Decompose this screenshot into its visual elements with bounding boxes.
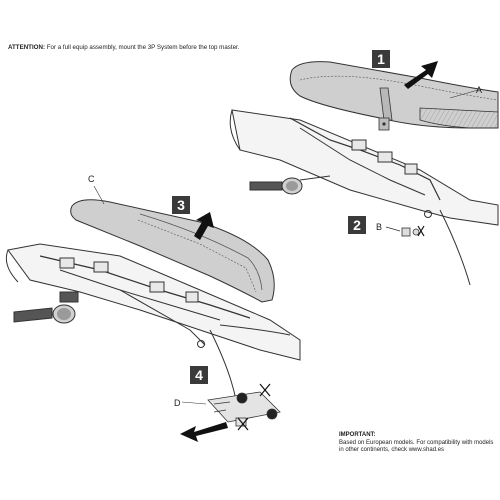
attention-prefix: ATTENTION: — [8, 44, 46, 51]
step-1-number: 1 — [377, 51, 385, 67]
label-c-leader — [93, 185, 105, 205]
step-2-marker: 2 — [348, 216, 366, 234]
lift-arrow-1 — [404, 61, 438, 89]
step-1-marker: 1 — [372, 50, 390, 68]
seat-c — [70, 199, 275, 303]
step-3-marker: 3 — [172, 196, 190, 214]
step-2-number: 2 — [353, 217, 361, 233]
label-d-leader — [181, 401, 207, 405]
step-4-marker: 4 — [190, 366, 208, 384]
important-line-2: in other continents, check www.shad.es — [339, 447, 445, 453]
important-line-1: Based on European models. For compatibil… — [339, 439, 494, 446]
important-heading: IMPORTANT: — [339, 432, 376, 438]
bolt-b — [385, 225, 425, 237]
attention-text: For a full equip assembly, mount the 3P … — [46, 44, 240, 51]
label-a: A — [476, 85, 482, 95]
seat-a — [289, 61, 499, 131]
step-4-number: 4 — [195, 367, 203, 383]
attention-note: ATTENTION: For a full equip assembly, mo… — [8, 44, 239, 51]
removal-arrow-4 — [180, 422, 228, 442]
label-b: B — [376, 222, 382, 232]
important-note: IMPORTANT: Based on European models. For… — [339, 432, 499, 455]
lift-arrow-3 — [194, 212, 214, 240]
rear-frame-top-view — [229, 109, 499, 286]
label-c: C — [88, 174, 95, 184]
label-d: D — [174, 398, 181, 408]
step-3-number: 3 — [177, 197, 185, 213]
bracket-d — [207, 383, 281, 431]
rear-frame-bottom-view — [5, 243, 301, 401]
